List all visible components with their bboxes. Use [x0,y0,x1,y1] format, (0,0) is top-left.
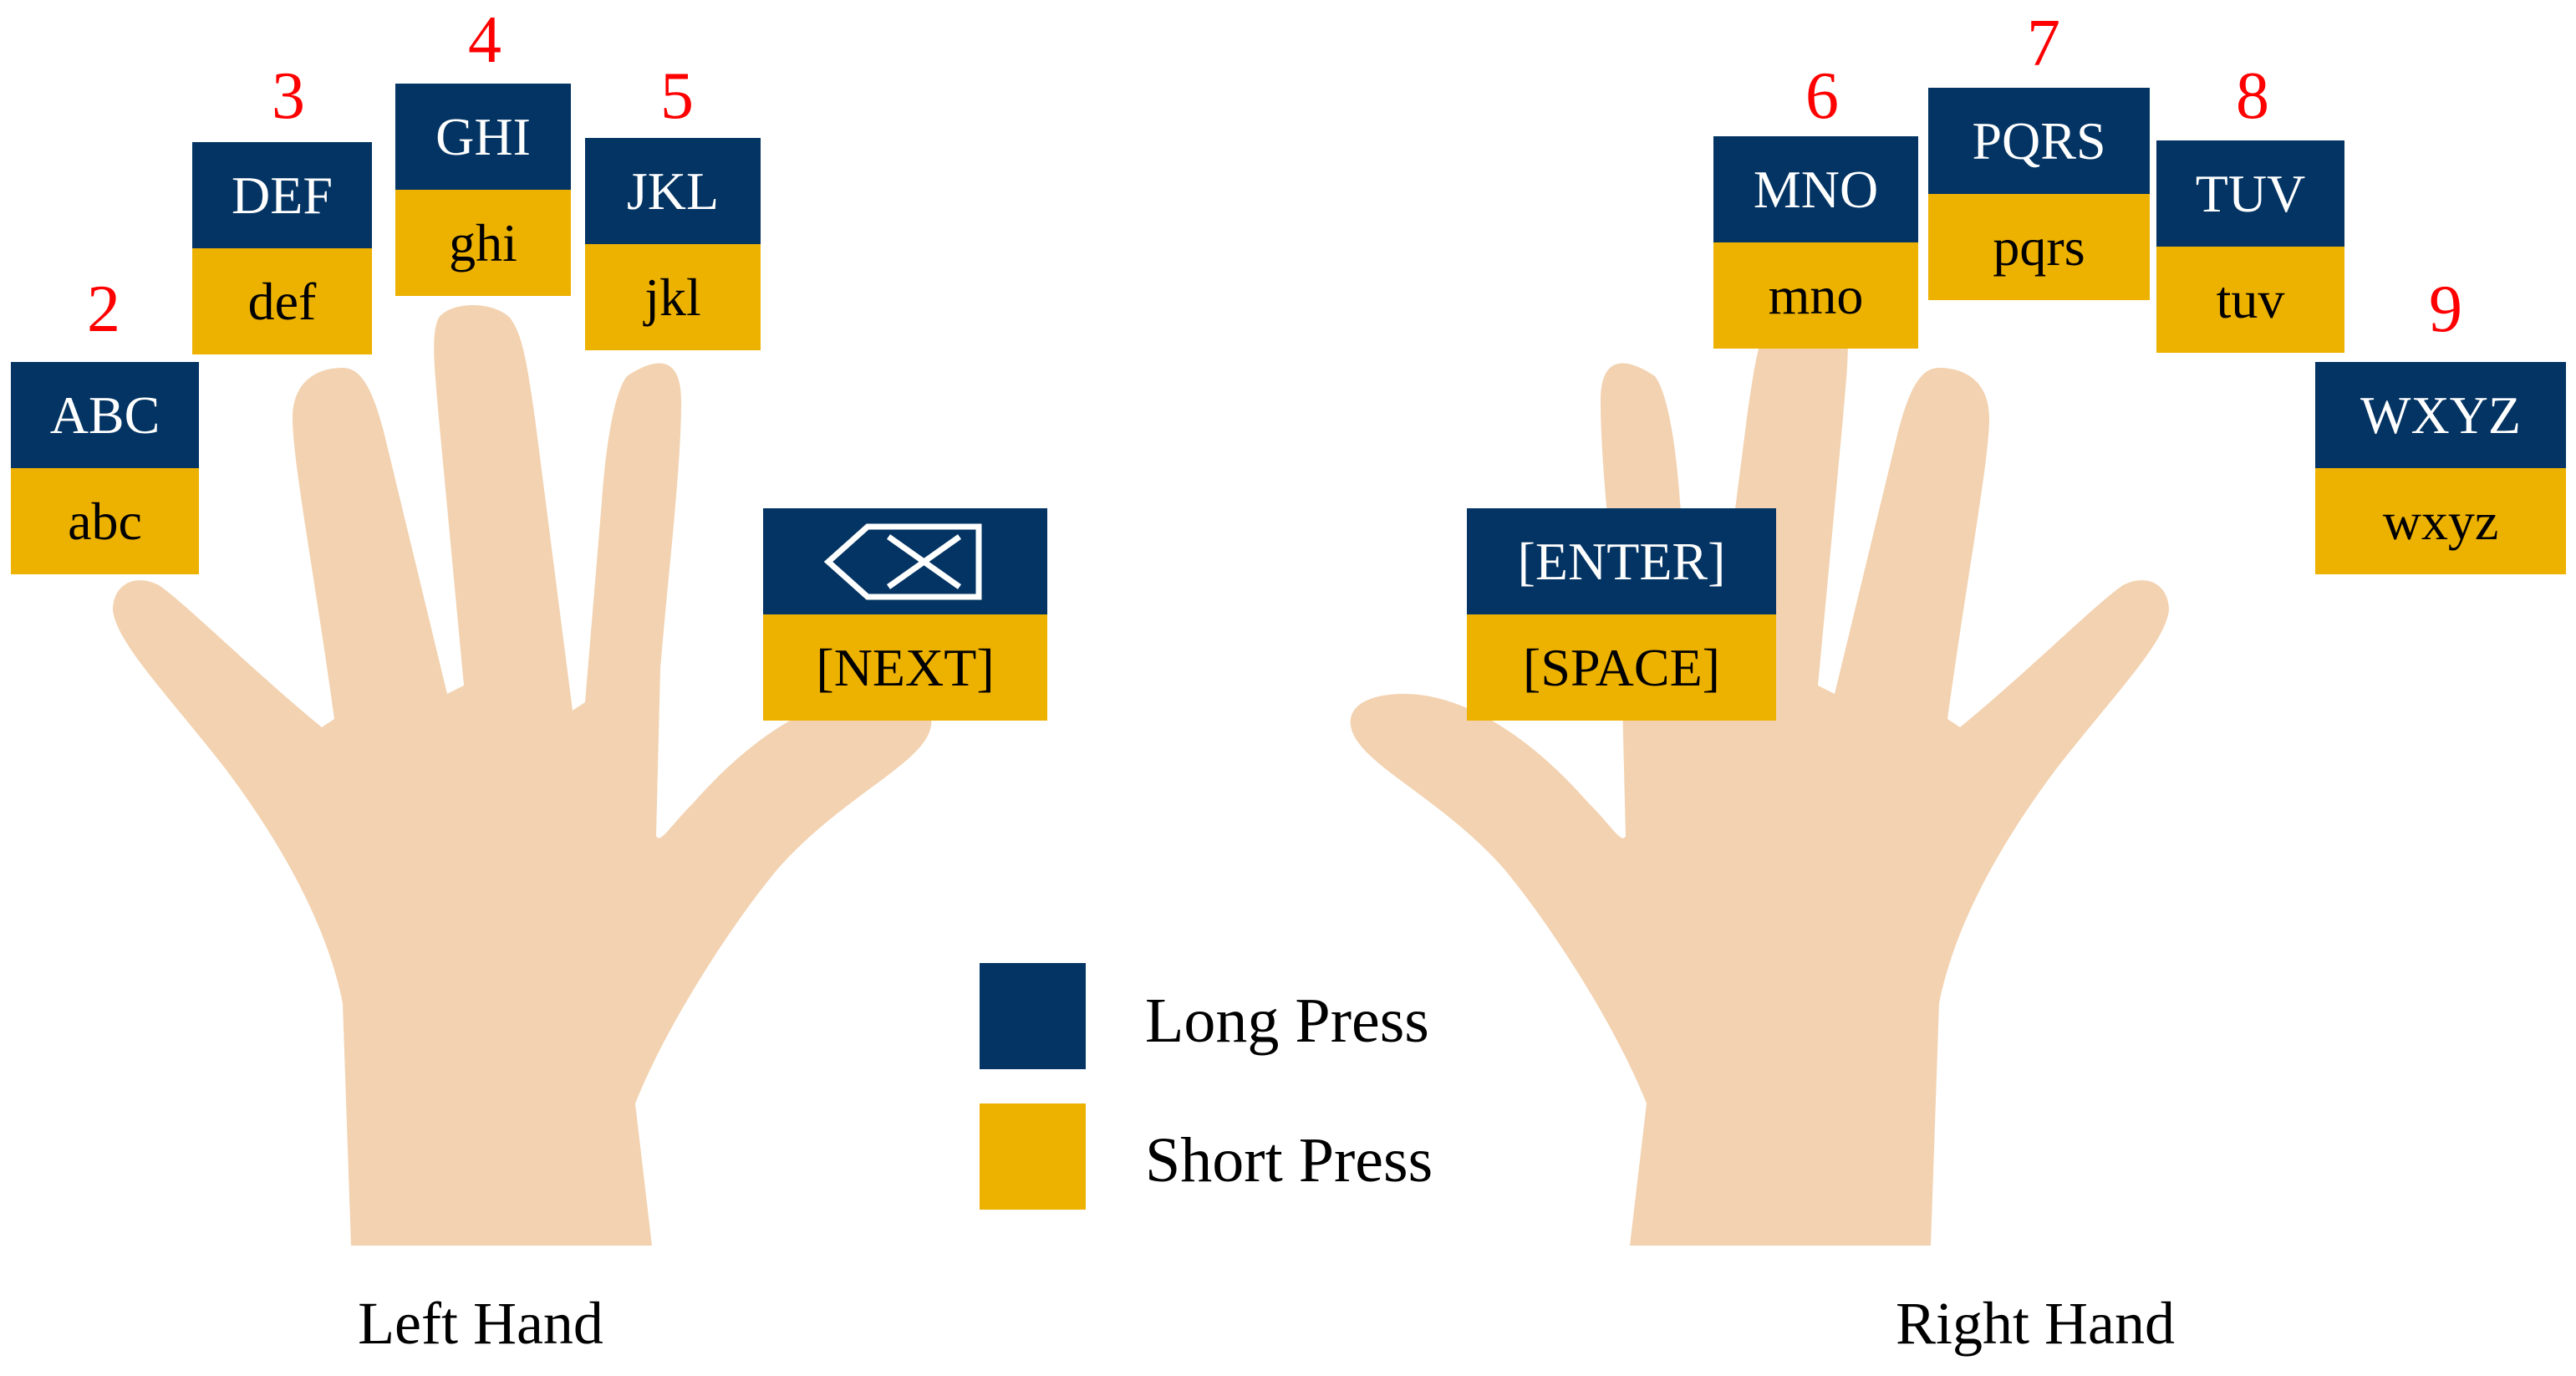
key-number: 4 [468,3,501,77]
backspace-icon [823,523,982,599]
long-press-label: DEF [192,142,372,248]
legend-short-press-label: Short Press [1145,1125,1433,1195]
key-def: DEF def [192,142,372,354]
short-press-label: [NEXT] [763,614,1047,721]
long-press-label: TUV [2156,140,2344,247]
short-press-label: abc [11,468,199,574]
left-hand-shape [113,305,932,1246]
short-press-label: mno [1713,242,1918,349]
key-backspace-next: [NEXT] [763,508,1047,721]
key-jkl: JKL jkl [585,138,761,350]
short-press-label: pqrs [1928,194,2150,300]
key-wxyz: WXYZ wxyz [2315,362,2566,574]
key-abc: ABC abc [11,362,199,574]
long-press-label: ABC [11,362,199,468]
key-number: 6 [1805,59,1839,133]
key-number: 5 [660,59,694,133]
short-press-label: jkl [585,244,761,350]
long-press-label: GHI [395,84,571,190]
right-hand-shape [1350,305,2169,1246]
left-hand-label: Left Hand [358,1290,603,1357]
long-press-label [763,508,1047,614]
long-press-label: PQRS [1928,88,2150,194]
short-press-label: wxyz [2315,468,2566,574]
legend-long-press-swatch [980,963,1086,1069]
short-press-label: def [192,248,372,354]
legend-short-press-swatch [980,1103,1086,1210]
key-pqrs: PQRS pqrs [1928,88,2150,300]
short-press-label: ghi [395,190,571,296]
key-ghi: GHI ghi [395,84,571,296]
key-number: 9 [2429,273,2462,346]
key-mno: MNO mno [1713,136,1918,349]
key-tuv: TUV tuv [2156,140,2344,353]
legend-long-press-label: Long Press [1145,986,1429,1056]
long-press-label: [ENTER] [1467,508,1776,614]
key-number: 8 [2236,59,2269,133]
key-number: 3 [272,59,305,133]
long-press-label: WXYZ [2315,362,2566,468]
key-enter-space: [ENTER] [SPACE] [1467,508,1776,721]
long-press-label: JKL [585,138,761,244]
short-press-label: [SPACE] [1467,614,1776,721]
right-hand-label: Right Hand [1896,1290,2175,1357]
long-press-label: MNO [1713,136,1918,242]
key-number: 2 [87,273,120,346]
short-press-label: tuv [2156,247,2344,353]
key-number: 7 [2027,7,2060,80]
